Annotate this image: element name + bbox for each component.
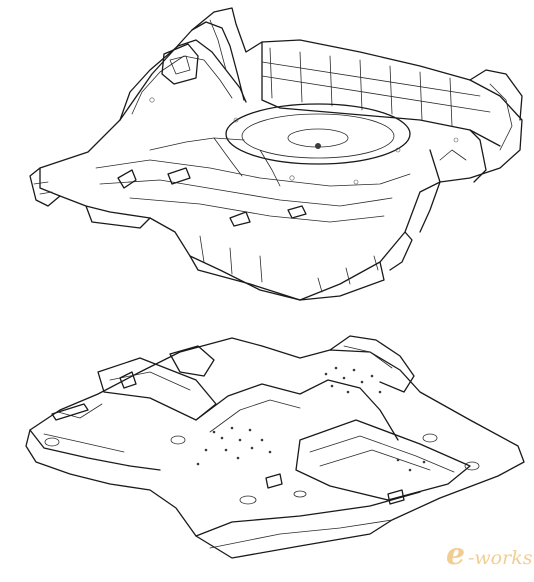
rear-floor-line-drawing [29,7,523,301]
hole-pattern-right [324,366,426,472]
watermark-logo-icon: e [446,537,466,572]
watermark-text: -works [468,547,533,569]
front-floor-line-drawing [25,335,525,559]
hole-pattern-left [196,426,272,466]
